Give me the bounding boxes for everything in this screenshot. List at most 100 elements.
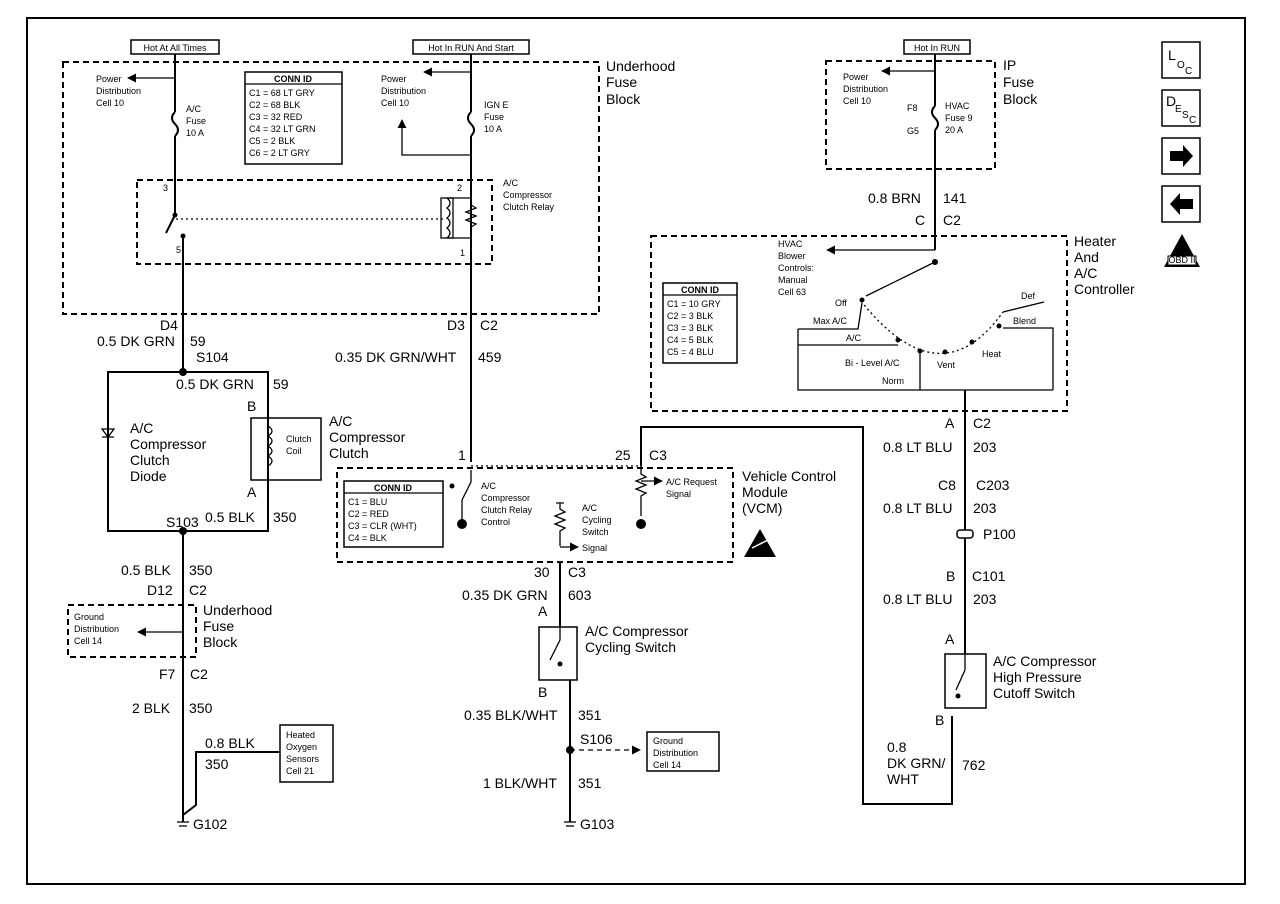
wire-o2-branch [182, 751, 280, 816]
d3-circuit: 459 [478, 349, 502, 365]
header-hot-run-start-text: Hot In RUN And Start [428, 43, 514, 53]
d12-pin: D12 [147, 582, 173, 598]
d3-conn: C2 [480, 317, 498, 333]
c101-conn: C101 [972, 568, 1006, 584]
heater-label-4: Controller [1074, 281, 1135, 297]
mode-def: Def [1021, 291, 1036, 301]
clutch-return-circuit: 350 [273, 509, 297, 525]
mode-max-ac: Max A/C [813, 316, 848, 326]
heater-label-2: And [1074, 249, 1099, 265]
o2-box-2: Oxygen [286, 742, 317, 752]
mode-switch-arc [860, 300, 1004, 355]
g103-label: G103 [580, 816, 614, 832]
cyc-label-1: A/C Compressor [585, 623, 689, 639]
relay-pin-2: 2 [457, 183, 462, 193]
ctrl-out-gauge: 0.8 LT BLU [883, 439, 953, 455]
next-page-icon[interactable] [1161, 137, 1201, 175]
c203-circuit: 203 [973, 500, 997, 516]
relay-pin-5: 5 [176, 245, 181, 255]
power-dist-left-3: Cell 10 [96, 98, 124, 108]
vcm-cycling-3: Switch [582, 527, 609, 537]
hp-switch-blade [955, 669, 966, 691]
conn-id-hvac-title: CONN ID [681, 285, 720, 295]
ground-fuse-block-outline [67, 604, 197, 658]
o2-box-1: Heated [286, 730, 315, 740]
ctrl-out-conn: C2 [973, 415, 991, 431]
relay-coil-resistor [464, 204, 478, 228]
ctrl-out-circuit: 203 [973, 439, 997, 455]
blk350-gauge: 0.5 BLK [121, 562, 171, 578]
ground-dist-left-1: Ground [74, 612, 104, 622]
diode-label-4: Diode [130, 468, 167, 484]
relay-switch-pivot [172, 212, 178, 218]
hp-label-1: A/C Compressor [993, 653, 1097, 669]
vcm-cycling-2: Cycling [582, 515, 612, 525]
ac-fuse-label-2: Fuse [186, 116, 206, 126]
mode-ac: A/C [846, 333, 862, 343]
vcm-relay-ctrl-ground-icon [457, 519, 467, 529]
underhood-label-3: Block [606, 91, 641, 107]
diode-label-2: Compressor [130, 436, 207, 452]
blkwht351-circuit: 351 [578, 707, 602, 723]
power-dist-mid-2: Distribution [381, 86, 426, 96]
relay-pin-1: 1 [460, 248, 465, 258]
page-frame [26, 17, 1246, 885]
clutch-coil-box [250, 417, 322, 481]
blk350-circuit: 350 [189, 562, 213, 578]
relay-coil-winding [445, 197, 451, 239]
clutch-pin-a: A [247, 484, 257, 500]
blower-1: HVAC [778, 239, 803, 249]
cycling-switch-box [538, 626, 578, 681]
power-dist-right-1: Power [843, 72, 869, 82]
blower-3: Controls: [778, 263, 814, 273]
diode-label-1: A/C [130, 420, 153, 436]
vcm-request-resistor [634, 466, 648, 516]
relay-pin-3: 3 [163, 183, 168, 193]
power-dist-left-2: Distribution [96, 86, 141, 96]
f7-pin: F7 [159, 666, 176, 682]
desc-icon[interactable]: D E S C [1161, 89, 1201, 127]
d4-circuit: 59 [190, 333, 206, 349]
underhood-fuse-block-outline [62, 61, 600, 315]
blkwht1-gauge: 1 BLK/WHT [483, 775, 557, 791]
clutch-label-2: Compressor [329, 429, 406, 445]
power-dist-right-2: Distribution [843, 84, 888, 94]
ac-fuse-symbol [171, 111, 179, 137]
loc-icon[interactable]: L O C [1161, 41, 1201, 79]
d4-gauge: 0.5 DK GRN [97, 333, 175, 349]
vcm-request-2: Signal [666, 489, 691, 499]
obd-ii-icon[interactable]: OBD II [1164, 234, 1200, 267]
vcm-c3-conn: C3 [649, 447, 667, 463]
underhood2-label-1: Underhood [203, 602, 272, 618]
o2-box-4: Cell 21 [286, 766, 314, 776]
hp-pin-b: B [935, 712, 944, 728]
ground-symbol-g102 [177, 821, 189, 827]
s106-label: S106 [580, 731, 613, 747]
vcm-label-3: (VCM) [742, 500, 782, 516]
relay-label-1: A/C [503, 178, 519, 188]
underhood-label-2: Fuse [606, 74, 637, 90]
vcm-relay-ctrl-2: Compressor [481, 493, 530, 503]
d3-gauge: 0.35 DK GRN/WHT [335, 349, 457, 365]
header-hot-all-times: Hot At All Times [130, 39, 220, 55]
conn-id-vcm-row: C3 = CLR (WHT) [348, 521, 417, 531]
previous-page-icon[interactable] [1161, 185, 1201, 223]
conn-id-hvac-table: CONN ID C1 = 10 GRY C2 = 3 BLK C3 = 3 BL… [662, 282, 738, 364]
ground-dist-left-3: Cell 14 [74, 636, 102, 646]
blk2-circuit: 350 [189, 700, 213, 716]
fuse-pin-g5: G5 [907, 126, 919, 136]
wire-request-loop [640, 426, 953, 805]
ign-fuse-label-2: Fuse [484, 112, 504, 122]
ground-symbol-g103 [564, 821, 576, 827]
conn-id-hvac-row: C2 = 3 BLK [667, 311, 713, 321]
d4-pin: D4 [160, 317, 178, 333]
loc-icon-o: O [1177, 60, 1185, 71]
diode-label-3: Clutch [130, 452, 170, 468]
o2-branch-gauge: 0.8 BLK [205, 735, 255, 751]
clutch-coil-label-1: Clutch [286, 434, 312, 444]
mode-contact-off [859, 297, 865, 303]
d3-pin: D3 [447, 317, 465, 333]
hvac-fuse-3: 20 A [945, 125, 963, 135]
mode-heat: Heat [982, 349, 1002, 359]
